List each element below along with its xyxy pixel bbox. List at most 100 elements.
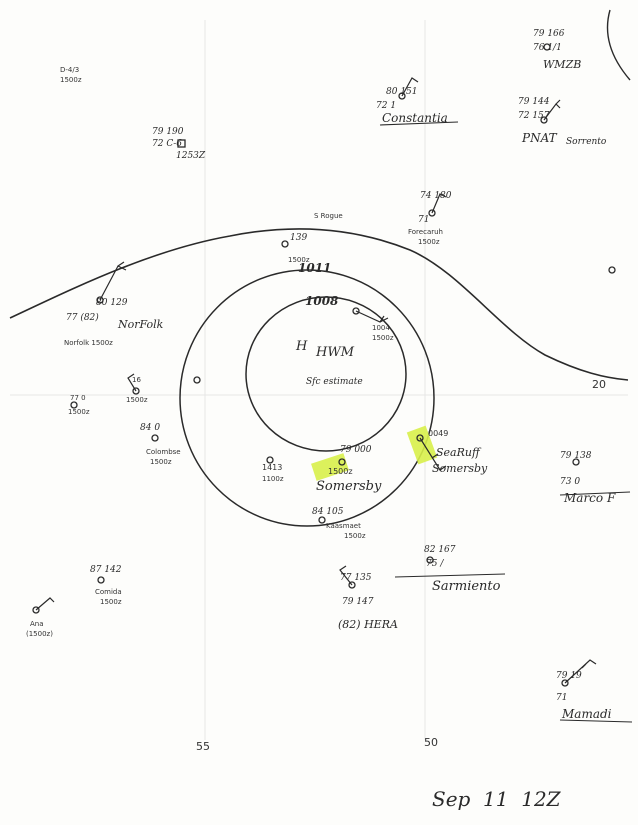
ship1253-obs1: 79 190 (152, 127, 184, 137)
columbus-obs1: 84 0 (140, 423, 160, 433)
station-dot-columbus (151, 434, 159, 442)
station-dot-west2 (70, 401, 78, 409)
station-dot-east (352, 307, 360, 315)
barb-pnat (543, 99, 561, 121)
storm-center-label: HWM (315, 345, 355, 360)
kaasmaet-name: Kaasmaet (326, 522, 361, 530)
constantia-obs2: 72 1 (376, 101, 396, 111)
kaasmaet-sub: 1500z (344, 532, 366, 540)
norfolk-name: NorFolk (117, 318, 164, 331)
seaduff-sub: Somersby (432, 462, 488, 475)
ship-w1-name: 1500z (126, 396, 148, 404)
somersby-a-obs1: 79 000 (340, 445, 372, 455)
nw-ship-name: 1500z (60, 76, 82, 84)
ship-w2-name: 1500z (68, 408, 90, 416)
ship-1413-sub: 1100z (262, 475, 284, 483)
barb-mamadi (564, 659, 597, 684)
forecaruh-obs1: 74 180 (420, 191, 452, 201)
mamadi-obs1: 79 19 (556, 671, 582, 681)
mamadi-obs2: 71 (556, 693, 567, 703)
rogue-name: S Rogue (314, 212, 343, 220)
columbus-name: Colombse (146, 448, 181, 456)
rogue-obs1: 139 (290, 233, 307, 243)
marco-name: Marco F (563, 491, 616, 505)
station-dot-somersby (338, 458, 346, 466)
forecaruh-name: Forecaruh (408, 228, 443, 236)
station-dot-1413 (266, 456, 274, 464)
underline-sarmiento (394, 573, 506, 578)
sarmiento-name: Sarmiento (432, 579, 501, 594)
map-date-label: Sep 11 12Z (432, 787, 562, 811)
barb-norfolk (99, 261, 127, 301)
lat-lon-grid (10, 20, 628, 740)
name-underlines (379, 121, 633, 723)
comida-obs1: 87 142 (90, 565, 122, 575)
underline-mamadi (559, 719, 633, 723)
ship1253-obs2: 72 C-6 (152, 139, 182, 149)
constantia-name: Constantia (382, 111, 448, 125)
station-dot-marco (572, 458, 580, 466)
station-dot-norfolk (96, 296, 104, 304)
ship-e-name: 1500z (372, 334, 394, 342)
constantia-obs1: 80 151 (386, 87, 418, 97)
station-dot-forecaruh (428, 209, 436, 217)
station-dot-1253 (177, 139, 186, 148)
station-dot-constantia (398, 92, 406, 100)
station-dot-storm-w (193, 376, 201, 384)
seaduff-name: SeaRuff (436, 446, 482, 459)
station-dot-hera (348, 581, 356, 589)
station-dot-wmzb (543, 43, 551, 51)
station-labels: 80 151 72 1 Constantia 79 166 76 1/1 WMZ… (26, 29, 616, 721)
wmzb-obs1: 79 166 (533, 29, 565, 39)
isobar-label-1011: 1011 (298, 261, 331, 275)
longitude-label-55: 55 (196, 740, 210, 753)
isobar-middle (179, 269, 435, 527)
ship1253-name: 1253Z (176, 151, 206, 161)
sarmiento-obs2: 75 / (426, 559, 444, 569)
station-symbols (32, 43, 616, 687)
sarmiento-obs1: 82 167 (424, 545, 456, 555)
comida-name: Comida (95, 588, 122, 596)
isobar-inner (245, 296, 407, 452)
wmzb-name: WMZB (543, 58, 581, 71)
station-dot-mamadi (561, 679, 569, 687)
pnat-obs1: 79 144 (518, 97, 550, 107)
barb-west1 (127, 373, 137, 392)
wmzb-obs2: 76 1/1 (533, 43, 562, 53)
underline-marco (559, 491, 631, 496)
station-dot-seaduff (416, 434, 424, 442)
station-dot-kaasmaet (318, 516, 326, 524)
storm-center-symbol: H (295, 339, 308, 354)
station-dot-ana (32, 606, 40, 614)
highlight-seaduff (406, 425, 438, 465)
forecaruh-sub: 1500z (418, 238, 440, 246)
ship-1413-name: 1413 (262, 463, 282, 472)
station-dot-far-east (608, 266, 616, 274)
barb-forecaruh (431, 193, 447, 214)
station-dot-pnat (540, 116, 548, 124)
mamadi-name: Mamadi (561, 707, 612, 721)
longitude-label-50: 50 (424, 736, 438, 749)
nw-ship-obs1: D-4/3 (60, 66, 79, 74)
hera-obs1: 77 135 (340, 573, 372, 583)
ship-w2-obs1: 77 0 (70, 394, 86, 402)
right-edge-arc (606, 9, 631, 81)
kaasmaet-obs1: 84 105 (312, 507, 344, 517)
norfolk-obs2: 77 (82) (66, 312, 99, 323)
somersby-a-name: Somersby (316, 479, 382, 494)
barb-seaduff (419, 437, 447, 471)
pnat-name: PNAT (521, 131, 558, 145)
ship-w1-obs1: 16 (132, 376, 141, 384)
station-dot-west1 (132, 387, 140, 395)
norfolk-obs1: 80 129 (96, 298, 128, 308)
forecaruh-obs2: 71 (418, 215, 429, 225)
rogue-obs2: 1500z (288, 256, 310, 264)
seaduff-obs1: 0049 (428, 429, 448, 438)
pnat-sub: Sorrento (566, 137, 607, 147)
pnat-obs2: 72 157 (518, 111, 550, 121)
marco-obs2: 73 0 (560, 477, 580, 487)
station-dot-sarmiento (426, 556, 434, 564)
ana-name: Ana (30, 620, 44, 628)
